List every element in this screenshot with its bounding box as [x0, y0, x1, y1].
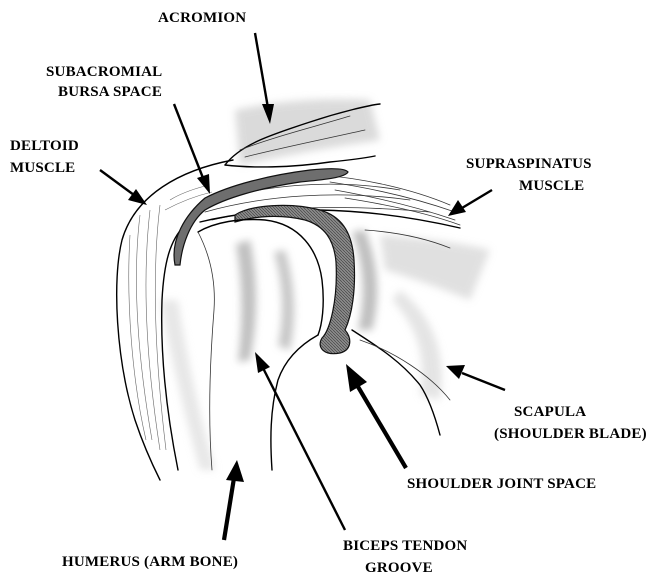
label-shoulder-joint-space: SHOULDER JOINT SPACE [407, 476, 596, 492]
label-acromion: ACROMION [158, 10, 246, 26]
label-scapula-line2: (SHOULDER BLADE) [494, 426, 647, 442]
acromion-arrow [255, 33, 268, 108]
deltoid-arrow [100, 170, 134, 195]
label-supraspinatus-line1: SUPRASPINATUS [466, 156, 592, 172]
label-humerus: HUMERUS (ARM BONE) [62, 554, 238, 570]
label-subacromial-line2: BURSA SPACE [58, 84, 162, 100]
humerus-arrow [224, 478, 234, 540]
supraspinatus-arrow [462, 190, 492, 208]
subacromial-arrow [174, 104, 203, 178]
scapula-arrow [462, 373, 505, 390]
label-deltoid-line1: DELTOID [10, 138, 79, 154]
humerus-bone [198, 220, 323, 471]
label-subacromial-line1: SUBACROMIAL [46, 64, 162, 80]
shoulder-joint-space-arrow [357, 385, 406, 468]
biceps-groove-arrow [263, 368, 345, 530]
labels: ACROMION SUBACROMIAL BURSA SPACE DELTOID… [10, 10, 647, 576]
label-scapula-line1: SCAPULA [514, 404, 586, 420]
label-deltoid-line2: MUSCLE [10, 160, 75, 176]
label-supraspinatus-line2: MUSCLE [519, 178, 584, 194]
label-biceps-line1: BICEPS TENDON [343, 538, 467, 554]
illustration [117, 99, 490, 480]
label-biceps-line2: GROOVE [365, 560, 433, 576]
